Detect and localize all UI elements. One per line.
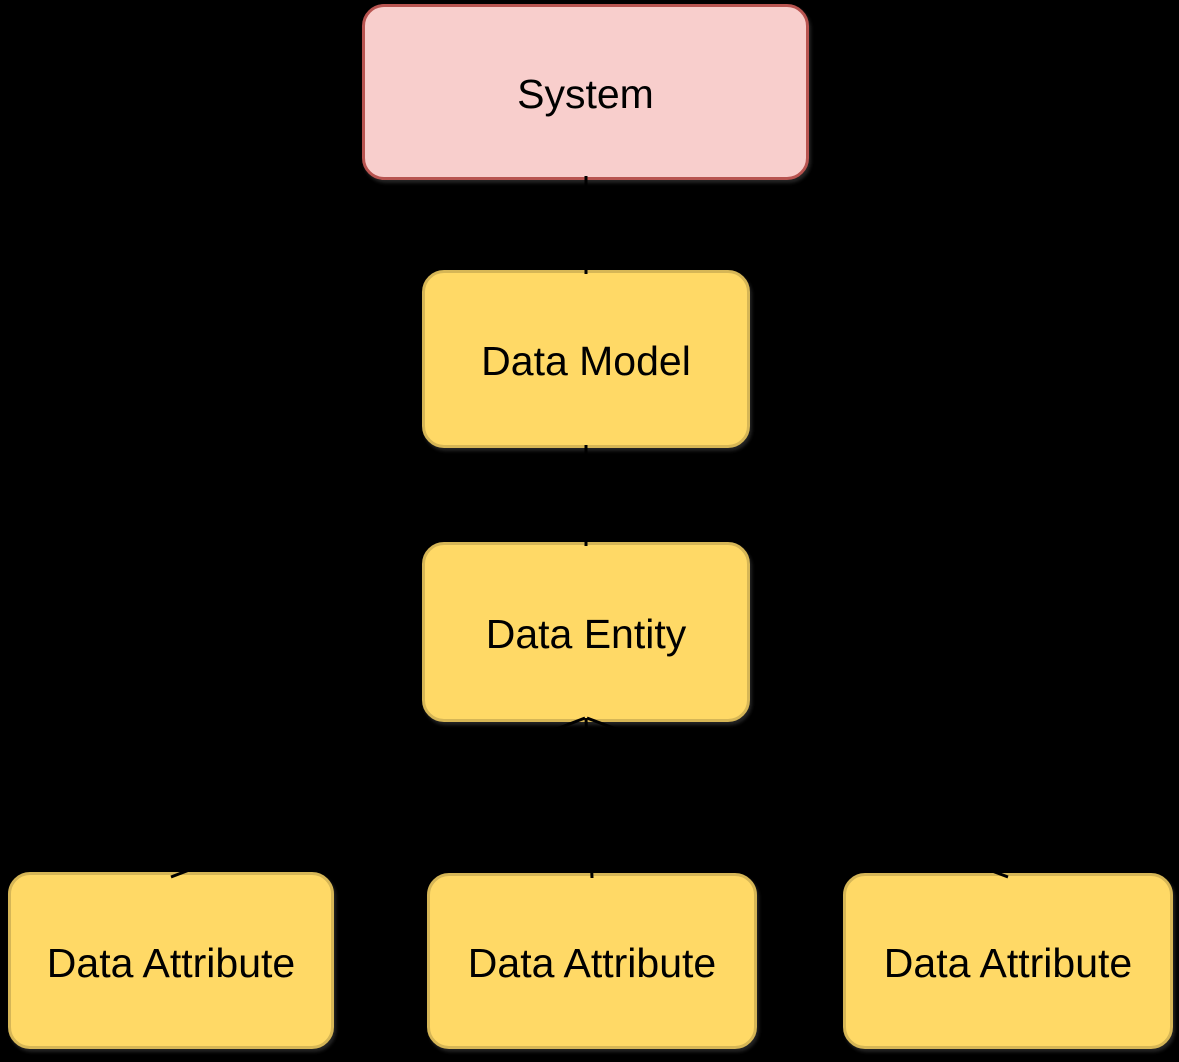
node-data-model: Data Model (422, 270, 750, 448)
node-data-attribute-3: Data Attribute (843, 873, 1173, 1049)
node-data-attribute-3-label: Data Attribute (883, 940, 1133, 987)
node-data-entity-label: Data Entity (485, 611, 687, 658)
edge-data-entity-to-data-attribute-3 (586, 716, 1009, 879)
node-data-model-label: Data Model (481, 338, 691, 385)
node-data-attribute-1-label: Data Attribute (46, 939, 296, 986)
node-data-entity: Data Entity (422, 542, 750, 722)
node-data-attribute-1: Data Attribute (8, 872, 334, 1049)
node-system: System (362, 4, 809, 180)
edge-data-entity-to-data-attribute-2 (584, 717, 594, 879)
node-data-attribute-2-label: Data Attribute (467, 940, 717, 987)
node-data-attribute-2: Data Attribute (427, 873, 757, 1049)
edge-data-entity-to-data-attribute-1 (170, 716, 586, 879)
node-system-label: System (517, 71, 654, 118)
